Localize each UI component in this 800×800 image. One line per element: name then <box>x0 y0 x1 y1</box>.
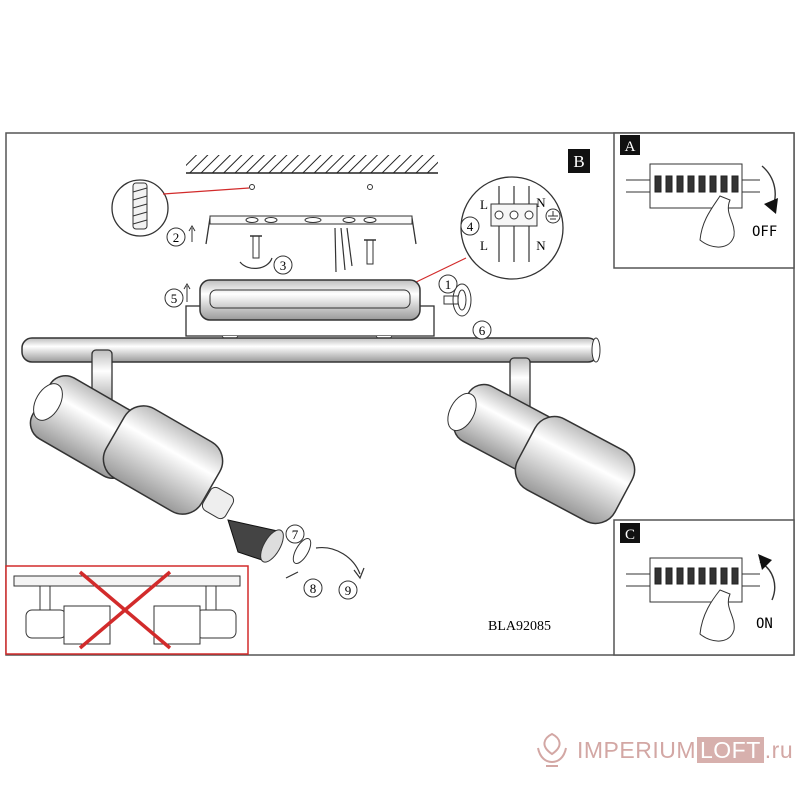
svg-text:7: 7 <box>292 527 299 542</box>
spotlight-left <box>29 349 224 515</box>
mounting-bracket <box>205 215 417 245</box>
hand-icon <box>699 589 735 642</box>
watermark-text-2: LOFT <box>697 737 764 763</box>
svg-text:OFF: OFF <box>752 224 777 240</box>
ground-icon <box>545 208 561 224</box>
wall-plug-detail <box>111 179 373 237</box>
wall-plug-icon <box>132 182 148 230</box>
svg-text:1: 1 <box>445 277 452 292</box>
ceiling-screw-left <box>250 235 262 259</box>
model-code: BLA92085 <box>488 619 551 634</box>
svg-text:6: 6 <box>479 323 486 338</box>
watermark-text-1: IMPERIUM <box>577 737 696 763</box>
gu10-bulb-icon <box>201 486 312 564</box>
hand-icon <box>699 195 735 248</box>
svg-text:5: 5 <box>171 291 178 306</box>
spotlight-right <box>447 357 636 525</box>
rotate-arrow-icon <box>285 547 365 580</box>
screw-icon <box>443 283 472 317</box>
svg-text:B: B <box>573 152 584 171</box>
watermark-logo-icon <box>537 732 567 767</box>
svg-text:L: L <box>480 238 488 253</box>
track-rail <box>21 337 601 363</box>
incorrect-mounting-inset <box>5 565 249 655</box>
svg-text:4: 4 <box>467 219 474 234</box>
svg-text:N: N <box>536 238 546 253</box>
ceiling-hatch <box>186 155 438 174</box>
svg-text:A: A <box>625 139 636 155</box>
panel-c-switch-on: C ON <box>613 519 795 656</box>
panel-b-label: B <box>568 149 590 173</box>
terminal-block-detail: L N L N <box>409 176 564 286</box>
svg-text:ON: ON <box>756 616 773 632</box>
svg-text:8: 8 <box>310 581 317 596</box>
ceiling-screw-right <box>364 239 376 265</box>
watermark-text-3: .ru <box>764 737 794 763</box>
step-markers: 2 3 4 5 1 6 7 8 9 <box>164 216 492 600</box>
svg-text:N: N <box>536 195 546 210</box>
svg-text:2: 2 <box>173 230 180 245</box>
svg-text:3: 3 <box>280 258 287 273</box>
rotate-arrow-icon <box>239 257 273 269</box>
svg-text:L: L <box>480 197 488 212</box>
mains-wires <box>334 227 353 273</box>
canopy <box>185 279 435 347</box>
panel-a-switch-off: A OFF <box>613 132 795 269</box>
svg-text:9: 9 <box>345 583 352 598</box>
svg-text:C: C <box>625 527 635 543</box>
